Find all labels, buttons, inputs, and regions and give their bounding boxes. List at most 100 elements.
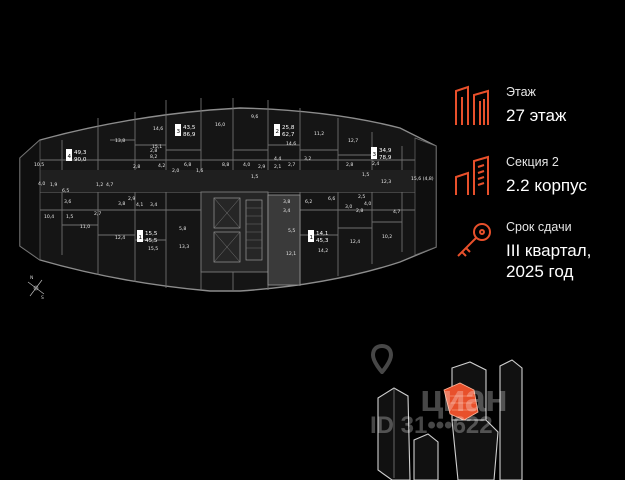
room-area-label: 12,7: [348, 138, 358, 144]
apartment-total-area: 62,7: [282, 132, 295, 138]
terrace-right: [414, 137, 437, 256]
selected-building-highlight: [443, 382, 479, 421]
room-area-label: 6,5: [62, 188, 69, 194]
room-area-label: 1,9: [50, 182, 57, 188]
apartment-living-area: 49,3: [74, 150, 87, 156]
room-area-label: 15,5: [148, 246, 158, 252]
corridor: [40, 170, 436, 192]
apartment-total-area: 90,0: [74, 157, 87, 163]
delivery-value-line1: III квартал,: [506, 241, 592, 260]
room-area-label: 6,6: [328, 196, 335, 202]
apartment-total-area: 45,5: [145, 238, 158, 244]
apartment-rooms: 1: [310, 235, 314, 241]
room-area-label: 13,3: [179, 244, 189, 250]
compass-icon: [27, 279, 45, 297]
compass-south-label: S: [41, 295, 44, 301]
room-area-label: 4,7: [106, 182, 113, 188]
room-area-label: 15,1: [152, 144, 162, 150]
apartment-living-area: 15,5: [145, 231, 158, 237]
compass-north-label: N: [30, 275, 33, 281]
room-area-label: 1,6: [196, 168, 203, 174]
room-area-label: 3,4: [283, 208, 290, 214]
room-area-label: 14,6: [153, 126, 163, 132]
apartment-rooms: 4: [68, 154, 72, 160]
room-area-label: 1,5: [362, 172, 369, 178]
room-area-label: 4,4: [274, 156, 281, 162]
room-area-label: 4,7: [393, 209, 400, 215]
room-area-label: 2,5: [358, 194, 365, 200]
room-area-label: 6,8: [184, 162, 191, 168]
room-area-label: 1,5: [251, 174, 258, 180]
apartment-living-area: 43,5: [183, 125, 196, 131]
room-area-label: 3,0: [345, 204, 352, 210]
building-section-icon: [455, 155, 489, 195]
room-area-label: 2,8: [356, 208, 363, 214]
room-area-label: 2,8: [150, 148, 157, 154]
room-area-label: 14,2: [318, 248, 328, 254]
apartment-living-area: 25,8: [282, 125, 295, 131]
apartment-badge[interactable]: 3 34,9 78,9: [371, 147, 392, 161]
terrace-left: [19, 139, 41, 261]
room-area-label: 3,2: [304, 156, 311, 162]
room-area-label: 2,7: [94, 211, 101, 217]
apartment-living-area: 14,1: [316, 231, 329, 237]
apartment-badge[interactable]: 3 43,5 86,9: [175, 124, 196, 138]
room-area-label: 8,2: [150, 154, 157, 160]
apartment-rooms: 2: [276, 129, 280, 135]
building-core: [200, 191, 269, 273]
room-area-label: 2,0: [172, 168, 179, 174]
room-area-label: 12,4: [350, 239, 360, 245]
section-value: 2.2 корпус: [506, 176, 587, 195]
room-area-label: 3,4: [150, 202, 157, 208]
apartment-rooms: 3: [177, 129, 181, 135]
apartment-badge[interactable]: 2 25,8 62,7: [274, 124, 295, 138]
room-area-label: 2,7: [288, 162, 295, 168]
room-area-label: 2,9: [258, 164, 265, 170]
apartment-rooms: 1: [139, 235, 143, 241]
floor-plan-icon: [455, 85, 489, 125]
room-area-label: 1,5: [66, 214, 73, 220]
apartment-total-area: 86,9: [183, 132, 196, 138]
room-area-label: 16,0: [215, 122, 225, 128]
room-area-label: 14,6: [286, 141, 296, 147]
room-area-label: 12,3: [381, 179, 391, 185]
room-area-label: 3,6: [64, 199, 71, 205]
room-area-label: 4,1: [136, 202, 143, 208]
room-area-label: 2,4: [372, 161, 379, 167]
room-area-label: 4,0: [38, 181, 45, 187]
apartment-total-area: 78,9: [379, 155, 392, 161]
room-area-label: 15,6 (4,8): [411, 176, 434, 182]
room-area-label: 2,8: [133, 164, 140, 170]
room-area-label: 11,2: [314, 131, 324, 137]
apartment-living-area: 34,9: [379, 148, 392, 154]
key-icon: [457, 223, 491, 257]
apartment-badge[interactable]: 1 14,1 45,3: [308, 230, 329, 244]
room-area-label: 10,5: [34, 162, 44, 168]
room-area-label: 4,2: [158, 163, 165, 169]
room-area-label: 10,2: [382, 234, 392, 240]
room-area-label: 12,1: [286, 251, 296, 257]
room-area-label: 1,2: [96, 182, 103, 188]
room-area-label: 13,8: [115, 138, 125, 144]
room-area-label: 2,8: [346, 162, 353, 168]
room-area-label: 2,1: [274, 164, 281, 170]
floor-label: Этаж: [506, 85, 536, 99]
room-area-label: 11,0: [80, 224, 90, 230]
room-area-label: 8,8: [222, 162, 229, 168]
floor-value: 27 этаж: [506, 106, 567, 125]
selected-apartment[interactable]: [267, 194, 301, 286]
delivery-label: Срок сдачи: [506, 220, 572, 234]
room-area-label: 9,6: [251, 114, 258, 120]
room-area-label: 3,8: [118, 201, 125, 207]
section-label: Секция 2: [506, 155, 559, 169]
room-area-label: 10,4: [44, 214, 54, 220]
room-area-label: 4,0: [243, 162, 250, 168]
apartment-badge[interactable]: 4 49,3 90,0: [66, 149, 87, 163]
apartment-badge[interactable]: 1 15,5 45,5: [137, 230, 158, 244]
room-area-label: 6,2: [305, 199, 312, 205]
building-context-render: [377, 359, 523, 480]
room-area-label: 4,0: [364, 201, 371, 207]
room-area-label: 5,8: [179, 226, 186, 232]
